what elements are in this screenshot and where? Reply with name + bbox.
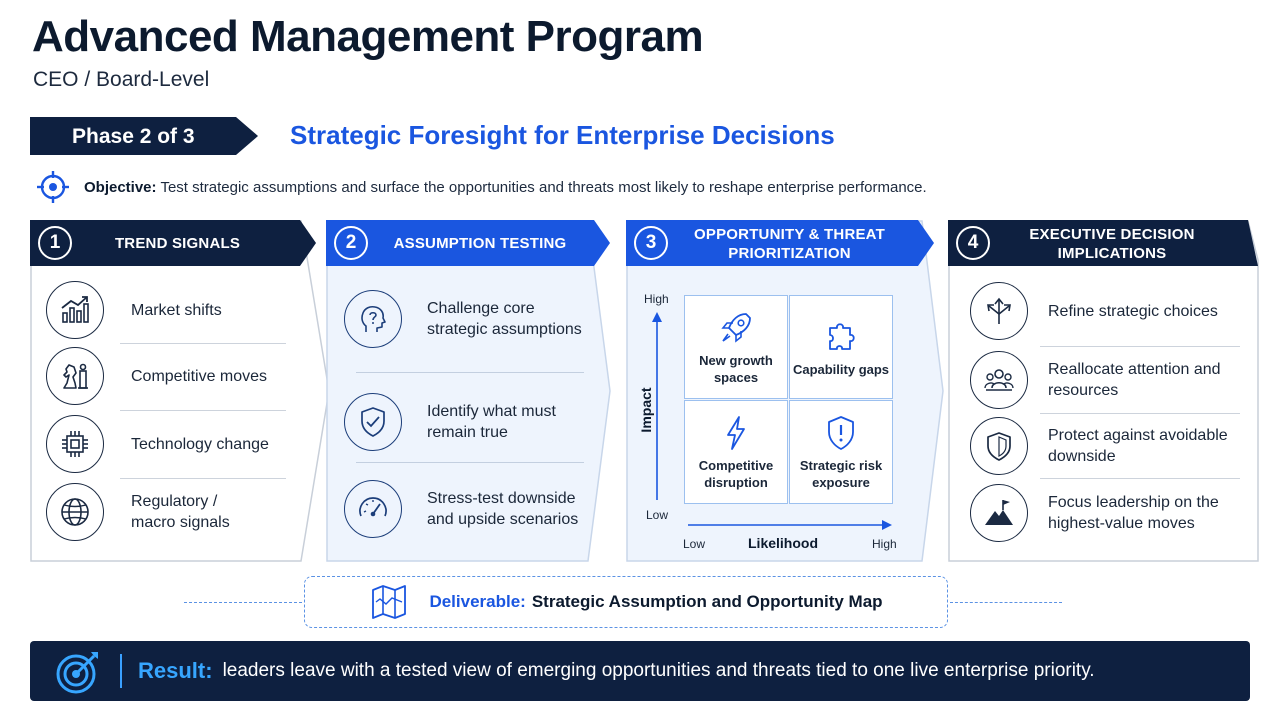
deliverable-dash-left [184, 602, 302, 603]
column-1-title: TREND SIGNALS [114, 235, 241, 252]
objective-body: Test strategic assumptions and surface t… [160, 178, 927, 196]
matrix-cell-label: Competitive disruption [698, 458, 774, 490]
column-1-number: 1 [38, 226, 72, 260]
result-separator [120, 654, 122, 688]
column-executive-implications: 4 EXECUTIVE DECISION IMPLICATIONS Refine… [948, 220, 1260, 562]
matrix-cell-capability: Capability gaps [789, 295, 893, 399]
implication-item-label: Refine strategic choices [1048, 302, 1218, 320]
implication-item-label: Focus leadership on the highest-value mo… [1048, 494, 1219, 532]
matrix-cell-label: Capability gaps [792, 361, 890, 377]
assumption-item-stress-test: Stress-test downside and upside scenario… [344, 480, 597, 538]
trend-item-technology-change: Technology change [46, 415, 269, 473]
page-title: Advanced Management Program [32, 12, 704, 61]
x-axis-high-label: High [872, 537, 897, 551]
matrix-cell-label: Strategic risk exposure [799, 458, 883, 490]
y-axis-low-label: Low [646, 508, 669, 522]
implication-item-label: Protect against avoidable downside [1048, 427, 1228, 465]
trend-item-label: Market shifts [131, 301, 222, 319]
microchip-icon [46, 415, 104, 473]
assumption-item-label: Stress-test downside and upside scenario… [427, 490, 579, 528]
objective-label: Objective: [84, 178, 157, 196]
bar-chart-growth-icon [46, 281, 104, 339]
phase-tag: Phase 2 of 3 [30, 117, 258, 155]
column-2-title: ASSUMPTION TESTING [393, 235, 567, 252]
implication-item-reallocate: Reallocate attention and resources [970, 351, 1238, 409]
globe-icon [46, 483, 104, 541]
matrix-cell-growth: New growth spaces [684, 295, 788, 399]
deliverable-label: Deliverable: [429, 592, 526, 611]
column-trend-signals: 1 TREND SIGNALS Market shifts Competitiv… [30, 220, 330, 562]
divider [1040, 478, 1240, 479]
column-4-title: EXECUTIVE DECISION IMPLICATIONS [1029, 226, 1195, 262]
mountain-flag-icon [970, 484, 1028, 542]
page-subtitle: CEO / Board-Level [33, 68, 210, 91]
objective-row: Objective: Test strategic assumptions an… [36, 171, 927, 203]
implication-item-focus: Focus leadership on the highest-value mo… [970, 484, 1238, 542]
trend-item-label: Competitive moves [131, 367, 268, 385]
y-axis-title: Impact [638, 387, 654, 433]
y-axis-high-label: High [644, 292, 669, 306]
assumption-item-label: Identify what must remain true [427, 403, 556, 441]
assumption-item-challenge: Challenge core strategic assumptions [344, 290, 597, 348]
divider [120, 343, 286, 344]
gauge-icon [344, 480, 402, 538]
divider [120, 478, 286, 479]
target-arrow-icon [56, 652, 98, 694]
divider [120, 410, 286, 411]
implication-item-label: Reallocate attention and resources [1048, 361, 1221, 399]
shield-icon [970, 417, 1028, 475]
shield-check-icon [344, 393, 402, 451]
trend-item-market-shifts: Market shifts [46, 281, 222, 339]
assumption-item-label: Challenge core strategic assumptions [427, 300, 582, 338]
result-text: leaders leave with a tested view of emer… [222, 660, 1095, 681]
x-axis-title: Likelihood [748, 535, 818, 551]
matrix-cell-disruption: Competitive disruption [684, 400, 788, 504]
column-3-number: 3 [634, 226, 668, 260]
head-question-icon [344, 290, 402, 348]
objective-text: Objective: Test strategic assumptions an… [84, 179, 927, 196]
matrix-cell-label: New growth spaces [699, 353, 773, 385]
result-banner: Result: leaders leave with a tested view… [30, 641, 1250, 701]
puzzle-piece-icon [829, 322, 855, 350]
phase-tag-label: Phase 2 of 3 [72, 125, 195, 148]
column-2-number: 2 [334, 226, 368, 260]
divider [1040, 346, 1240, 347]
phase-tag-arrow-shape [30, 117, 258, 155]
result-label: Result: [138, 658, 213, 683]
x-axis-low-label: Low [683, 537, 706, 551]
assumption-item-remain-true: Identify what must remain true [344, 393, 597, 451]
people-group-icon [970, 351, 1028, 409]
column-1-frame [30, 220, 330, 562]
deliverable-box: Deliverable: Strategic Assumption and Op… [304, 576, 948, 628]
chess-pieces-icon [46, 347, 104, 405]
implication-item-protect: Protect against avoidable downside [970, 417, 1238, 475]
shield-alert-icon [828, 416, 854, 450]
deliverable-dash-right [950, 602, 1062, 603]
matrix-cell-risk: Strategic risk exposure [789, 400, 893, 504]
trend-item-label: Technology change [131, 435, 269, 453]
column-4-number: 4 [956, 226, 990, 260]
divider [356, 462, 584, 463]
phase-title: Strategic Foresight for Enterprise Decis… [290, 120, 835, 150]
crosshair-target-icon [37, 171, 69, 203]
matrix-axes [652, 312, 892, 530]
deliverable-text: Strategic Assumption and Opportunity Map [531, 592, 883, 611]
rocket-icon [721, 313, 751, 343]
divider [1040, 413, 1240, 414]
column-opportunity-threat: 3 OPPORTUNITY & THREAT PRIORITIZATION Hi… [626, 220, 944, 562]
trend-item-label: Regulatory / macro signals [131, 493, 230, 531]
column-3-title: OPPORTUNITY & THREAT PRIORITIZATION [694, 226, 885, 262]
trend-item-competitive-moves: Competitive moves [46, 347, 267, 405]
column-assumption-testing: 2 ASSUMPTION TESTING Challenge core stra… [326, 220, 612, 562]
divider [356, 372, 584, 373]
implication-item-refine: Refine strategic choices [970, 282, 1238, 340]
lightning-icon [727, 416, 745, 450]
trend-item-regulatory: Regulatory / macro signals [46, 483, 251, 541]
map-icon [372, 585, 407, 619]
direction-arrows-icon [970, 282, 1028, 340]
